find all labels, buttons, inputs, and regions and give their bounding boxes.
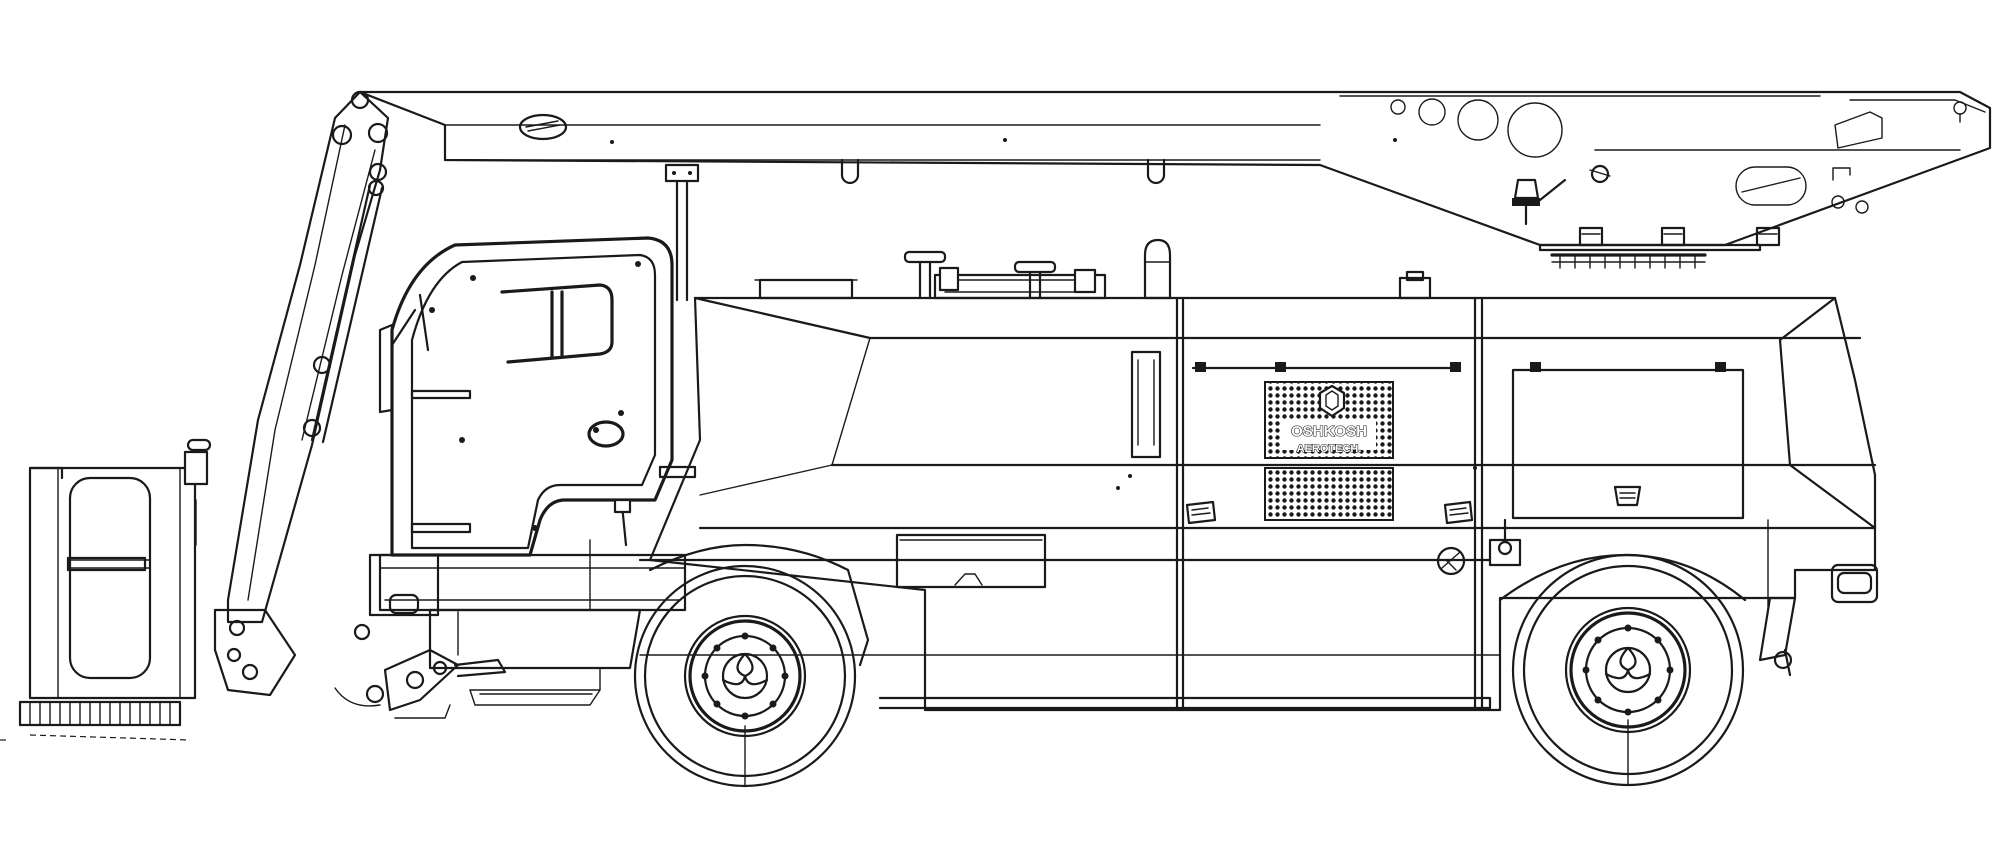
tank-top-fittings xyxy=(754,238,1432,300)
oshkosh-shield-icon xyxy=(1318,384,1346,418)
logo-line-2: AEROTECH. xyxy=(1297,443,1362,455)
platform-bucket xyxy=(18,438,212,741)
front-wheel xyxy=(633,543,870,788)
cab xyxy=(334,236,687,719)
oshkosh-aerotech-logo: OSHKOSH AEROTECH. xyxy=(1282,384,1376,456)
rear-wheel xyxy=(1498,553,1747,787)
logo-line-1: OSHKOSH xyxy=(1291,423,1367,440)
boom xyxy=(358,90,1992,302)
lower-arm xyxy=(213,90,390,697)
